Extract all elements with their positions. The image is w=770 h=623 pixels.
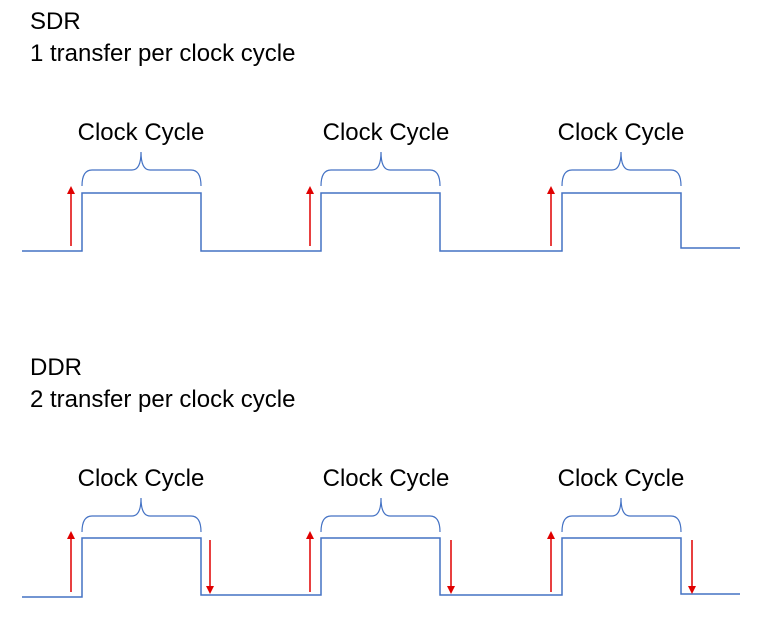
ddr-diagram: Clock Cycle Clock Cycle Clock Cycle [22,465,740,598]
sdr-title: SDR [30,8,81,35]
sdr-clock-waveform [22,192,740,252]
sdr-cycle-brace-3 [561,151,682,187]
ddr-clock-waveform [22,537,740,598]
sdr-cycle-brace-2 [320,151,441,187]
ddr-subtitle: 2 transfer per clock cycle [30,386,296,413]
ddr-cycle-brace-2 [320,497,441,533]
ddr-cycle-label-2: Clock Cycle [323,465,450,492]
sdr-cycle-brace-1 [81,151,202,187]
sdr-diagram: Clock Cycle Clock Cycle Clock Cycle [22,119,740,252]
sdr-cycle-label-1: Clock Cycle [78,119,205,146]
sdr-cycle-label-3: Clock Cycle [558,119,685,146]
sdr-subtitle: 1 transfer per clock cycle [30,40,296,67]
ddr-cycle-brace-3 [561,497,682,533]
ddr-cycle-label-1: Clock Cycle [78,465,205,492]
ddr-cycle-label-3: Clock Cycle [558,465,685,492]
ddr-cycle-brace-1 [81,497,202,533]
ddr-title: DDR [30,354,82,381]
sdr-cycle-label-2: Clock Cycle [323,119,450,146]
